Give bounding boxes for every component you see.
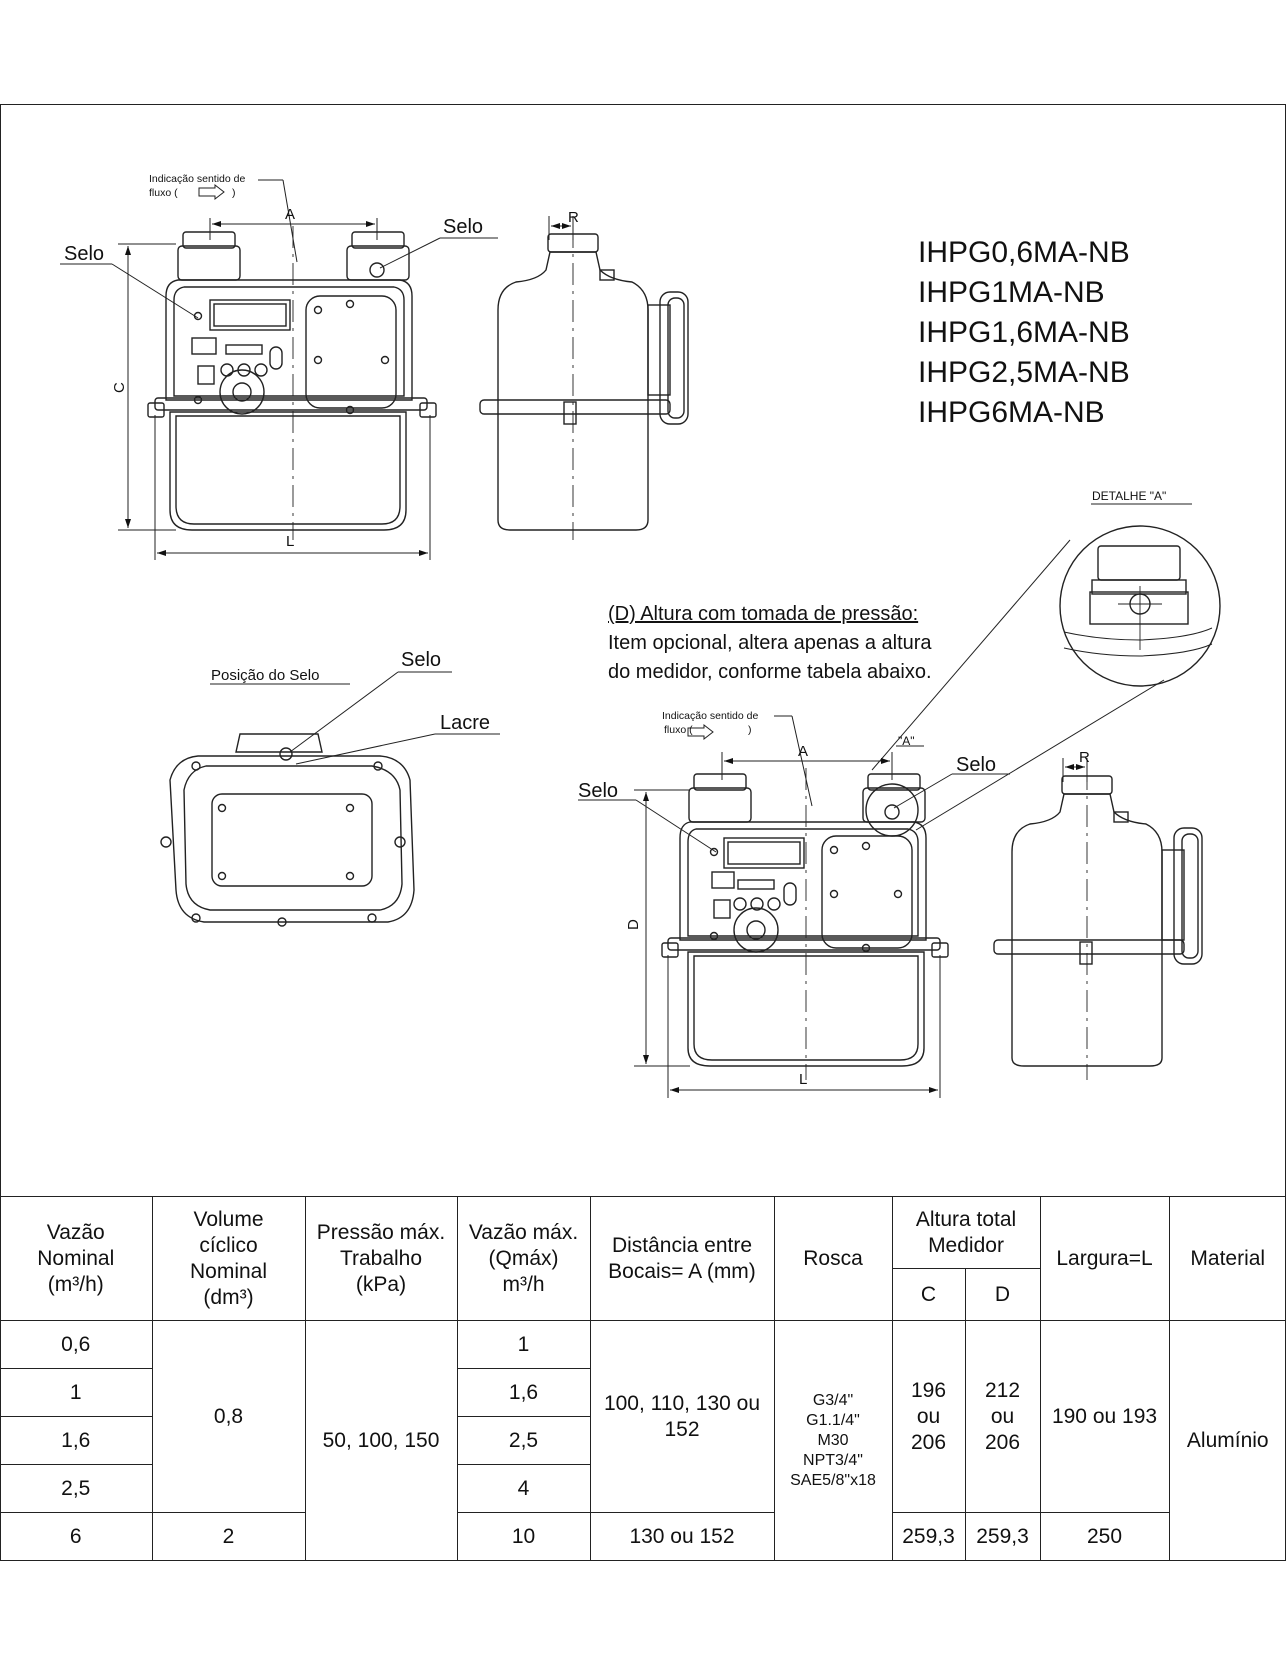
detalhe-a-label: DETALHE "A": [1092, 489, 1166, 503]
note-line-3: do medidor, conforme tabela abaixo.: [608, 661, 932, 683]
selo-label-4: Selo: [956, 754, 996, 776]
model-item: IHPG1MA-NB: [918, 276, 1105, 309]
dim-a-label-2: A: [798, 743, 808, 760]
flow-indication-label-3: Indicação sentido de: [662, 710, 758, 722]
table-row: 1 1,6: [0, 1368, 1286, 1417]
flow-indication-label-4a: fluxo (: [664, 724, 693, 736]
cell-vazao-nominal: 0,6: [0, 1320, 153, 1369]
cell-vazao-nominal: 1: [0, 1368, 153, 1417]
cell-altura-c: 259,3: [891, 1512, 966, 1561]
pressure-tap-note: (D) Altura com tomada de pressão: Item o…: [608, 600, 932, 687]
header-pressao: Pressão máx.Trabalho(kPa): [304, 1196, 458, 1321]
flow-indication-label-2a: fluxo (: [149, 187, 178, 199]
header-rosca: Rosca: [773, 1196, 893, 1321]
dim-r-label-1: R: [568, 209, 579, 226]
side-view-meter: [479, 226, 689, 540]
dim-r-label-2: R: [1079, 749, 1090, 766]
cell-material: Alumínio: [1168, 1320, 1286, 1561]
technical-drawing: Indicação sentido de fluxo ( ) A R Selo …: [60, 173, 1221, 1098]
dim-l-label-2: L: [799, 1071, 807, 1088]
cell-volume-ciclico: 0,8: [151, 1320, 306, 1513]
flow-indication-label-1: Indicação sentido de: [149, 173, 245, 185]
detail-a-view: [1059, 525, 1221, 687]
cell-vazao-nominal: 6: [0, 1512, 153, 1561]
table-row: 2,5 4: [0, 1464, 1286, 1513]
callout-a-label: "A": [898, 734, 915, 748]
header-material: Material: [1168, 1196, 1286, 1321]
cell-pressao: 50, 100, 150: [304, 1320, 458, 1561]
cell-largura: 250: [1039, 1512, 1170, 1561]
header-vazao-max: Vazão máx.(Qmáx)m³/h: [456, 1196, 591, 1321]
selo-label-1: Selo: [64, 243, 104, 265]
dim-d-label: D: [625, 919, 642, 930]
cell-distancia: 130 ou 152: [589, 1512, 775, 1561]
selo-label-3: Selo: [401, 649, 441, 671]
model-item: IHPG0,6MA-NB: [918, 236, 1130, 269]
front-view-meter-pressure-tap: [661, 768, 949, 1080]
selo-label-5: Selo: [578, 780, 618, 802]
cell-vazao-max: 4: [456, 1464, 591, 1513]
cell-vazao-max: 10: [456, 1512, 591, 1561]
cell-vazao-max: 1: [456, 1320, 591, 1369]
dim-a-label-1: A: [285, 206, 295, 223]
selo-label-2: Selo: [443, 216, 483, 238]
side-view-meter-2: [993, 768, 1203, 1080]
model-item: IHPG1,6MA-NB: [918, 316, 1130, 349]
header-largura: Largura=L: [1039, 1196, 1170, 1321]
dim-l-label-1: L: [286, 533, 294, 550]
lacre-label: Lacre: [440, 712, 490, 734]
note-line-1: (D) Altura com tomada de pressão:: [608, 603, 919, 625]
flow-indication-label-2b: ): [232, 187, 236, 199]
table-row: 1,6 2,5: [0, 1416, 1286, 1465]
note-line-2: Item opcional, altera apenas a altura: [608, 632, 932, 654]
cell-vazao-nominal: 2,5: [0, 1464, 153, 1513]
cell-vazao-max: 2,5: [456, 1416, 591, 1465]
header-altura-d: D: [964, 1268, 1041, 1321]
table-row: 6 2 10 130 ou 152 259,3 259,3 250: [0, 1512, 1286, 1561]
front-view-meter: [147, 226, 437, 540]
flow-indication-label-4b: ): [748, 724, 752, 736]
cell-vazao-nominal: 1,6: [0, 1416, 153, 1465]
posicao-selo-label: Posição do Selo: [211, 667, 319, 684]
cell-largura: 190 ou 193: [1039, 1320, 1170, 1513]
cell-volume-ciclico: 2: [151, 1512, 306, 1561]
model-list: IHPG0,6MA-NB IHPG1MA-NB IHPG1,6MA-NB IHP…: [918, 233, 1130, 433]
seal-position-view: [160, 733, 415, 927]
cell-altura-d: 259,3: [964, 1512, 1041, 1561]
model-item: IHPG2,5MA-NB: [918, 356, 1130, 389]
dim-c-label: C: [111, 382, 128, 393]
header-altura-c: C: [891, 1268, 966, 1321]
cell-vazao-max: 1,6: [456, 1368, 591, 1417]
model-item: IHPG6MA-NB: [918, 396, 1105, 429]
